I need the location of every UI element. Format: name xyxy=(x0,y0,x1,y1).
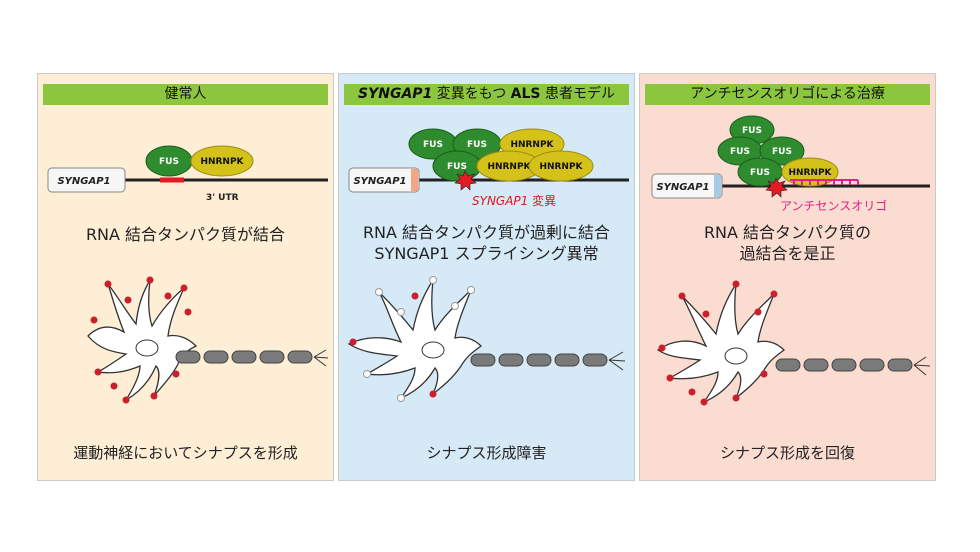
gene-diagram: SYNGAP1 FUS HNRNPK 3' UTR xyxy=(47,145,328,203)
neuron-soma xyxy=(87,279,198,401)
gene-exon-marker xyxy=(411,169,418,191)
neuron-illustration xyxy=(347,276,626,402)
axon-terminal xyxy=(313,349,329,367)
neuron-soma xyxy=(347,279,482,400)
header-text-2: 患者モデル xyxy=(540,86,615,102)
neuron-illustration xyxy=(656,280,931,406)
panel-description: RNA 結合タンパク質が結合 xyxy=(38,224,333,245)
panel-healthy: 健常人 SYNGAP1 FUS HNRNPK 3' UTR RNA 結合タンパク… xyxy=(37,73,334,481)
header-text-1: 変異をもつ xyxy=(432,86,511,102)
fus-label: FUS xyxy=(159,157,179,167)
mutation-label: SYNGAP1 変異 xyxy=(472,193,556,208)
gene-label: SYNGAP1 xyxy=(656,182,709,193)
synapses xyxy=(349,292,437,398)
synapses xyxy=(90,276,192,404)
fus-label: FUS xyxy=(423,140,443,150)
hnrnpk-label: HNRNPK xyxy=(539,162,583,172)
axon-terminal xyxy=(608,351,626,371)
gene-exon-marker xyxy=(714,175,721,197)
description-line: SYNGAP1 スプライシング異常 xyxy=(374,244,599,263)
nucleus xyxy=(135,339,159,357)
axon xyxy=(775,358,913,372)
panel-outcome: シナプス形成を回復 xyxy=(719,444,855,462)
panel-aso-treatment: アンチセンスオリゴによる治療 SYNGAP1 FUS FUS FUS FUS H… xyxy=(639,73,936,481)
panel-description: RNA 結合タンパク質が過剰に結合 SYNGAP1 スプライシング異常 xyxy=(339,222,634,264)
header-als: ALS xyxy=(510,86,541,102)
gene-label: SYNGAP1 xyxy=(57,176,110,187)
fus-protein xyxy=(759,136,805,166)
nucleus xyxy=(724,347,748,365)
fus-label: FUS xyxy=(742,126,762,136)
panel-header: SYNGAP1 変異をもつ ALS 患者モデル xyxy=(344,84,629,105)
description-line: 過結合を是正 xyxy=(739,244,836,263)
panel-outcome: 運動神経においてシナプスを形成 xyxy=(73,444,298,462)
mutation-star-icon xyxy=(765,177,788,198)
neuron-illustration xyxy=(87,276,329,404)
lost-synapses xyxy=(363,276,475,402)
gene-box xyxy=(47,167,126,193)
header-gene: SYNGAP1 xyxy=(358,86,433,102)
hnrnpk-protein xyxy=(190,145,254,177)
axon xyxy=(470,353,608,367)
mutation-star-icon xyxy=(454,170,477,191)
hnrnpk-protein xyxy=(528,150,594,182)
axon xyxy=(175,350,313,364)
fus-label: FUS xyxy=(730,147,750,157)
hnrnpk-label: HNRNPK xyxy=(200,157,244,167)
fus-label: FUS xyxy=(467,140,487,150)
gene-diagram: SYNGAP1 FUS FUS HNRNPK FUS HNRNPK HNRNPK… xyxy=(348,128,629,208)
description-line: RNA 結合タンパク質の xyxy=(703,223,872,242)
description-line: RNA 結合タンパク質が過剰に結合 xyxy=(362,223,611,242)
description-line: RNA 結合タンパク質が結合 xyxy=(85,225,286,244)
panel-outcome: シナプス形成障害 xyxy=(426,444,547,462)
aso-label: アンチセンスオリゴ xyxy=(780,198,887,213)
gene-box xyxy=(651,173,723,199)
gene-diagram: SYNGAP1 FUS FUS FUS FUS HNRNPK アンチセンスオリゴ xyxy=(651,115,930,213)
gene-box xyxy=(348,167,420,193)
fus-label: FUS xyxy=(447,162,467,172)
panel-als-model: SYNGAP1 変異をもつ ALS 患者モデル SYNGAP1 FUS FUS … xyxy=(338,73,635,481)
fus-label: FUS xyxy=(750,168,770,178)
nucleus xyxy=(421,341,445,359)
panel-header: 健常人 xyxy=(43,84,328,105)
panel-header: アンチセンスオリゴによる治療 xyxy=(645,84,930,105)
fus-label: FUS xyxy=(772,147,792,157)
utr-label: 3' UTR xyxy=(206,193,239,203)
hnrnpk-label: HNRNPK xyxy=(510,140,554,150)
hnrnpk-label: HNRNPK xyxy=(788,168,832,178)
panel-description: RNA 結合タンパク質の 過結合を是正 xyxy=(640,222,935,264)
gene-label: SYNGAP1 xyxy=(353,176,406,187)
synapses xyxy=(658,280,778,406)
hnrnpk-label: HNRNPK xyxy=(487,162,531,172)
axon-terminal xyxy=(913,356,931,376)
antisense-oligo xyxy=(790,179,859,185)
neuron-soma xyxy=(656,283,785,404)
